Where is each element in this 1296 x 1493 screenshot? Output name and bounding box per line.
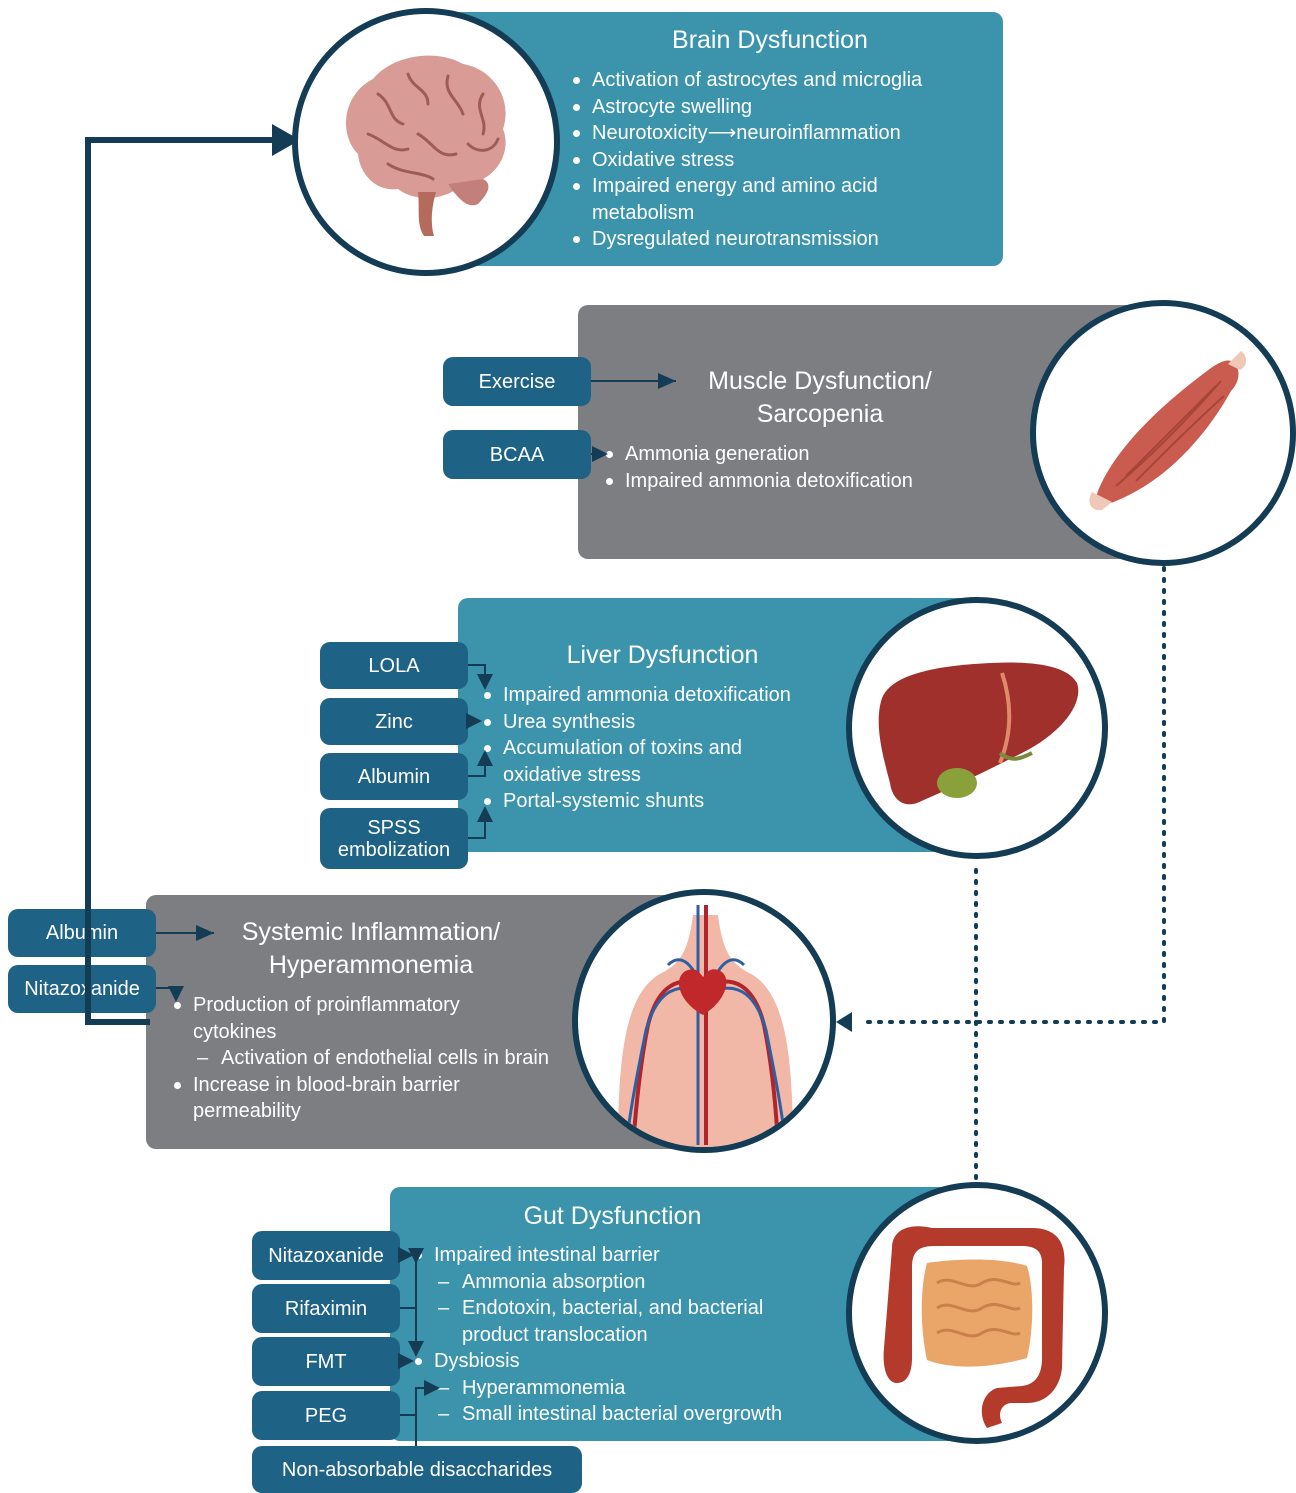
circulatory-circle [572, 889, 836, 1153]
intestines-circle [846, 1182, 1108, 1444]
liver-circle [846, 597, 1108, 859]
muscle-circle [1030, 300, 1296, 566]
brain-icon [298, 14, 554, 270]
brain-circle [292, 8, 560, 276]
intestines-icon [852, 1188, 1102, 1438]
muscle-icon [1036, 306, 1290, 560]
systemic-to-brain-arrow [88, 140, 274, 1022]
liver-icon [852, 603, 1102, 853]
circulatory-system-icon [578, 895, 830, 1147]
